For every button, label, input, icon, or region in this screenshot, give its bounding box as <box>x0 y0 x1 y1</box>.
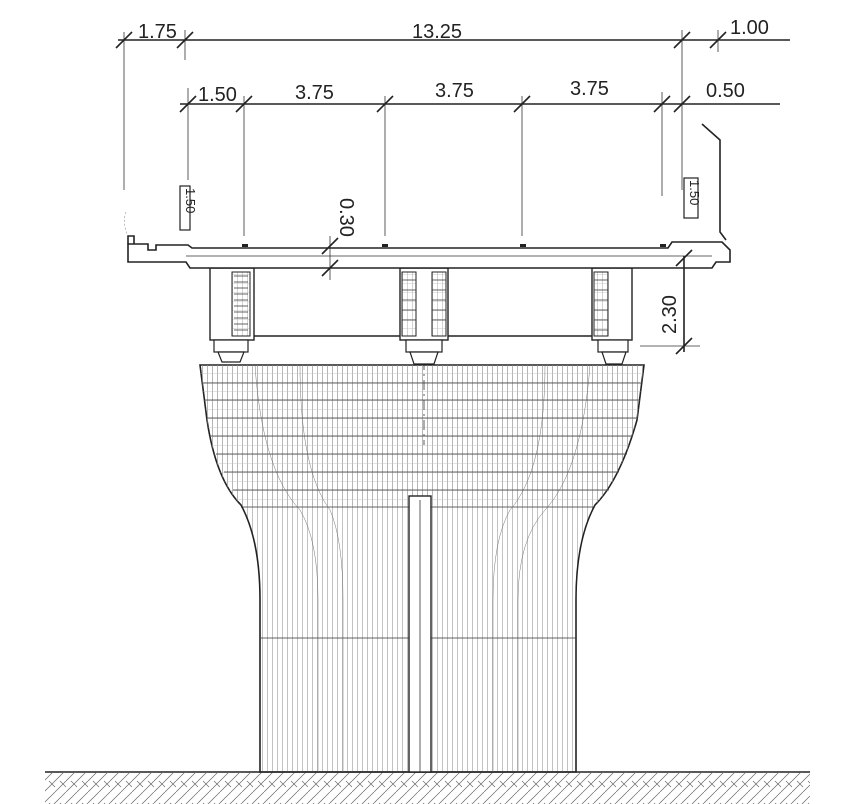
dim-top-span: 13.25 <box>412 21 462 43</box>
girder-right <box>591 267 633 365</box>
pier-column <box>199 360 645 773</box>
ground-hatch <box>45 771 810 804</box>
deck-slab <box>124 123 731 269</box>
dim-lane-2: 3.75 <box>435 80 474 102</box>
girder-left <box>209 267 255 363</box>
dim-girder-height: 2.30 <box>659 295 681 334</box>
dimension-lines <box>115 30 790 355</box>
dim-lane-1: 3.75 <box>295 82 334 104</box>
dim-top-left: 1.75 <box>138 21 177 43</box>
label-right-barrier: 1.50 <box>687 180 702 205</box>
dim-slab-thickness: 0.30 <box>335 198 357 237</box>
dim-top-right: 1.00 <box>730 17 769 39</box>
dim-lane-edge-right: 0.50 <box>706 80 745 102</box>
label-left-barrier: 1.50 <box>183 188 198 213</box>
girder-center <box>399 267 449 365</box>
dim-lane-3: 3.75 <box>570 78 609 100</box>
dim-lane-edge-left: 1.50 <box>198 84 237 106</box>
